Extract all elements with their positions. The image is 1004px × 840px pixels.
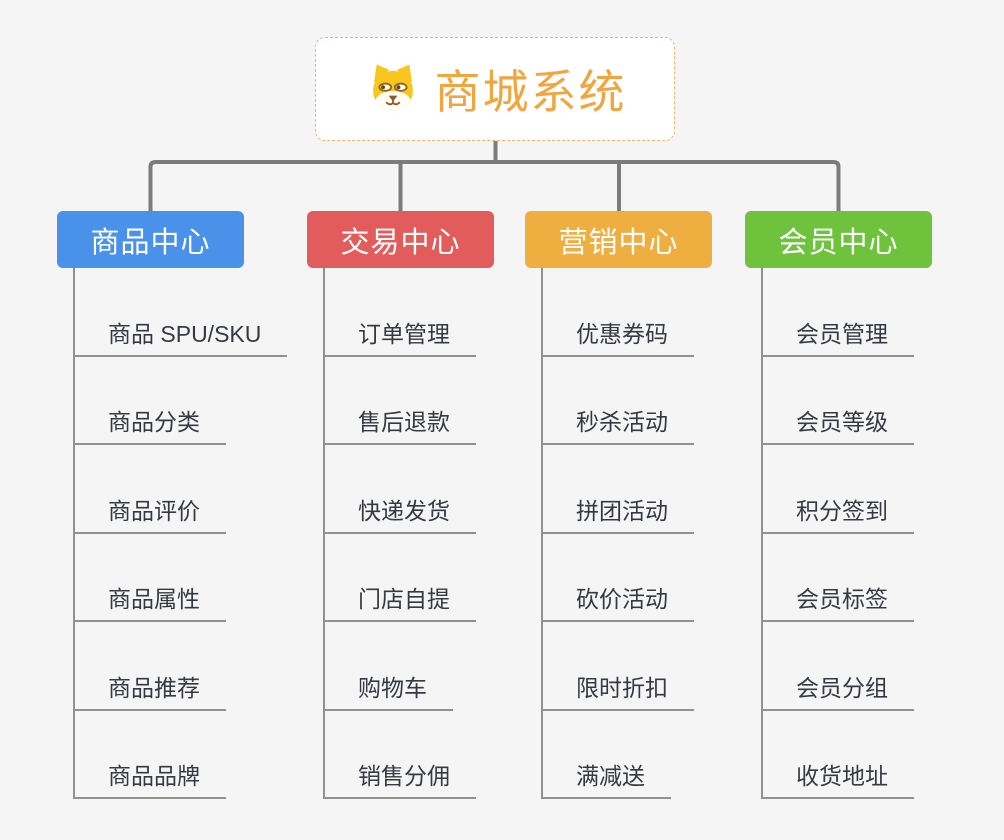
child-node[interactable]: 会员等级 [763, 357, 914, 445]
child-node[interactable]: 会员管理 [763, 268, 914, 357]
branch-node[interactable]: 营销中心 [525, 211, 712, 268]
child-node[interactable]: 满减送 [543, 711, 671, 799]
child-list: 优惠券码秒杀活动拼团活动砍价活动限时折扣满减送 [541, 268, 712, 799]
dog-face-icon [364, 60, 422, 118]
child-node[interactable]: 门店自提 [325, 534, 476, 622]
branch-column-2: 交易中心订单管理售后退款快递发货门店自提购物车销售分佣 [307, 211, 494, 799]
root-node[interactable]: 商城系统 [315, 37, 675, 141]
child-node[interactable]: 购物车 [325, 622, 453, 711]
child-node[interactable]: 快递发货 [325, 445, 476, 534]
child-node[interactable]: 积分签到 [763, 445, 914, 534]
child-node[interactable]: 会员标签 [763, 534, 914, 622]
child-node[interactable]: 限时折扣 [543, 622, 694, 711]
child-node[interactable]: 会员分组 [763, 622, 914, 711]
child-node[interactable]: 销售分佣 [325, 711, 476, 799]
child-node[interactable]: 商品品牌 [75, 711, 226, 799]
child-node[interactable]: 商品属性 [75, 534, 226, 622]
root-title: 商城系统 [434, 66, 627, 118]
child-node[interactable]: 商品推荐 [75, 622, 226, 711]
branch-column-3: 营销中心优惠券码秒杀活动拼团活动砍价活动限时折扣满减送 [525, 211, 712, 799]
child-node[interactable]: 商品评价 [75, 445, 226, 534]
child-node[interactable]: 售后退款 [325, 357, 476, 445]
branch-column-4: 会员中心会员管理会员等级积分签到会员标签会员分组收货地址 [745, 211, 932, 799]
child-node[interactable]: 商品分类 [75, 357, 226, 445]
branch-node[interactable]: 交易中心 [307, 211, 494, 268]
branch-node[interactable]: 商品中心 [57, 211, 244, 268]
child-node[interactable]: 订单管理 [325, 268, 476, 357]
child-node[interactable]: 砍价活动 [543, 534, 694, 622]
child-list: 会员管理会员等级积分签到会员标签会员分组收货地址 [761, 268, 932, 799]
child-node[interactable]: 优惠券码 [543, 268, 694, 357]
child-node[interactable]: 拼团活动 [543, 445, 694, 534]
child-node[interactable]: 商品 SPU/SKU [75, 268, 288, 357]
child-list: 订单管理售后退款快递发货门店自提购物车销售分佣 [323, 268, 494, 799]
child-node[interactable]: 收货地址 [763, 711, 914, 799]
child-node[interactable]: 秒杀活动 [543, 357, 694, 445]
branch-node[interactable]: 会员中心 [745, 211, 932, 268]
